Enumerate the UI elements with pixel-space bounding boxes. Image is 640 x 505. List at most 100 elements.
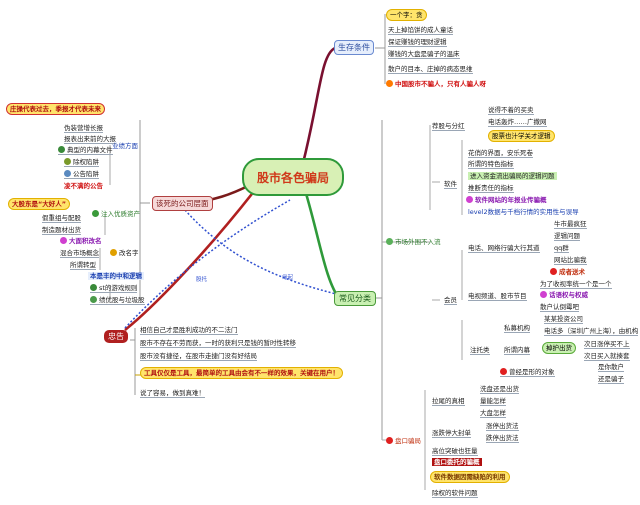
member-label: 会员	[444, 296, 457, 305]
software-blue: level2数据与千档行情的实用性与误导	[468, 208, 579, 216]
branch-survival-line	[298, 46, 336, 176]
dealer-label: 盘口骗局	[386, 437, 421, 445]
limit-red: 盘口委托的骗概	[432, 458, 482, 466]
concept-item: 混合市场概念	[60, 249, 99, 258]
insider-green[interactable]: 掉护出货	[542, 342, 576, 354]
survival-item: 天上掉馅饼的成人童话	[388, 26, 453, 35]
market-label: 市场外围不入流	[386, 238, 441, 246]
tv-label: 电视频道、股市节目	[468, 292, 527, 301]
warning-icon	[386, 80, 393, 87]
advice-item: 股市没有捷径，在股市走捷门没有好结局	[140, 352, 257, 361]
tech-item: st的游戏规则	[90, 284, 138, 293]
tech-item: 绩优股与垃圾股	[90, 296, 145, 305]
recommend-label: 荐股与分红	[432, 122, 465, 131]
central-topic[interactable]: 股市各色骗局	[242, 158, 344, 196]
private-item: 电话多（深圳广州上海），由机构	[544, 327, 639, 336]
phone-item: 牛市最疯狂	[554, 220, 587, 229]
chart-icon	[90, 284, 97, 291]
performance-label: 业绩方面	[112, 142, 138, 150]
branch-common-line	[303, 189, 342, 301]
software-label: 软件	[444, 180, 457, 189]
leaf-icon	[386, 238, 393, 245]
pullback-item: 大盘怎样	[480, 409, 506, 418]
star-icon	[500, 368, 507, 375]
limit-item: 涨停出货法	[486, 422, 519, 431]
dead-quote-report[interactable]: 庄操代表过去，季报才代表未来	[6, 103, 105, 115]
recommend-item: 电话轰炸……广撒网	[488, 118, 547, 127]
flag-icon	[386, 437, 393, 444]
concept-red: 大面积改名	[60, 237, 102, 245]
performance-item: 报表出来前的大报	[64, 135, 116, 144]
phone-red: 成者送术	[550, 268, 585, 276]
phone-item: 逻辑问题	[554, 232, 580, 241]
link-label-right: 缘起	[282, 275, 294, 281]
limit-item: 跌停出货法	[486, 434, 519, 443]
private-label: 私募机构	[504, 324, 530, 333]
survival-highlight: 中国股市不骗人，只有人骗人呀	[386, 80, 486, 88]
shareholder-quote[interactable]: 大股东是“大好人”	[8, 198, 71, 210]
fraud-item: 是你散户	[598, 363, 624, 372]
performance-red: 凌不满的公告	[64, 182, 103, 190]
survival-item: 散户的目本、庄掉的病态思维	[388, 65, 473, 74]
software2-yellow[interactable]: 软件数据因需缺陷的利用	[430, 471, 510, 483]
tech-label: 本是丰的中和逻辑	[88, 272, 144, 280]
star-icon	[60, 237, 67, 244]
software-item-green: 进入资金流出骗局的逻辑问题	[468, 172, 557, 180]
concept-item: 所谓转型	[70, 261, 96, 270]
survival-item: 赚钱的大盘是骗子的温床	[388, 50, 460, 59]
plus-icon	[92, 210, 99, 217]
star-icon	[540, 291, 547, 298]
performance-item: 除权陷阱	[64, 158, 99, 167]
insider-label: 所谓内幕	[504, 346, 530, 355]
fraud-red: 曾经是形的对象	[500, 368, 555, 377]
survival-item: 保证赚钱的理财逻辑	[388, 38, 447, 47]
star-icon	[466, 196, 473, 203]
branch-advice[interactable]: 忠告	[104, 330, 128, 343]
branch-dead[interactable]: 该死的公司层面	[152, 196, 213, 211]
software-item: 花俏的界面，安乐死卷	[468, 149, 533, 158]
pullback-item: 洗盘还是出货	[480, 385, 519, 394]
recommend-note[interactable]: 股票也汁学关才逻辑	[488, 130, 555, 142]
recommend-item: 说得不着的买卖	[488, 106, 534, 115]
star-icon	[550, 268, 557, 275]
pullback-label: 拉尾的真相	[432, 397, 465, 406]
central-topic-label: 股市各色骗局	[256, 170, 329, 185]
insider-item: 次日涨停买不上	[584, 340, 630, 349]
software-red: 软件网站的年报业传骗概	[466, 196, 547, 204]
limit-extra: 高位突破也狂量	[432, 447, 478, 456]
chart-icon	[90, 296, 97, 303]
relation-link-left	[124, 199, 291, 329]
shareholder-label: 注入优质资产	[92, 210, 140, 218]
software2-tail: 除权的软件问题	[432, 489, 478, 498]
shareholder-item: 假重组与配股	[42, 214, 81, 223]
advice-highlight[interactable]: 工具仅仅是工具，最简单的工具由会有不一样的效果，关键在用户！	[140, 367, 343, 379]
fraud-label: 注托类	[470, 346, 490, 355]
survival-item-greed[interactable]: 一个字：贪	[386, 9, 427, 21]
performance-item: 典型的内幕文件	[58, 146, 113, 155]
tv-extra: 散户认倒霉吧	[540, 303, 579, 312]
advice-tail: 说了容易，做到真难！	[140, 389, 205, 398]
link-label-left: 股托	[196, 277, 208, 283]
tv-red: 话语权与权威	[540, 291, 588, 299]
tv-note: 为了收视率统一个是一个	[540, 280, 612, 289]
fraud-item: 还是骗子	[598, 375, 624, 384]
clock-icon	[110, 249, 117, 256]
phone-item: qq群	[554, 244, 569, 253]
private-item: 某某投资公司	[544, 315, 583, 324]
branch-advice-line	[124, 189, 257, 332]
lock-icon	[64, 170, 71, 177]
branch-survival[interactable]: 生存条件	[334, 40, 374, 55]
phone-item: 网站比骗我	[554, 256, 587, 265]
shareholder-item: 制造题材出货	[42, 226, 81, 235]
branch-common[interactable]: 常见分类	[334, 291, 376, 306]
advice-item: 股市不存在不劳而获，一时的获利只是钱的暂时性转移	[140, 339, 296, 348]
performance-item: 公告陷阱	[64, 170, 99, 179]
performance-item: 伪装营增长报	[64, 124, 103, 133]
phone-label: 电话、网络行骗大行其道	[468, 244, 540, 253]
concept-label: 改名字	[110, 249, 139, 257]
doc-icon	[58, 146, 65, 153]
insider-item: 次日买入就揍套	[584, 352, 630, 361]
software-item: 所谓的特色指标	[468, 160, 514, 169]
limit-label: 涨跌停大封单	[432, 429, 471, 438]
